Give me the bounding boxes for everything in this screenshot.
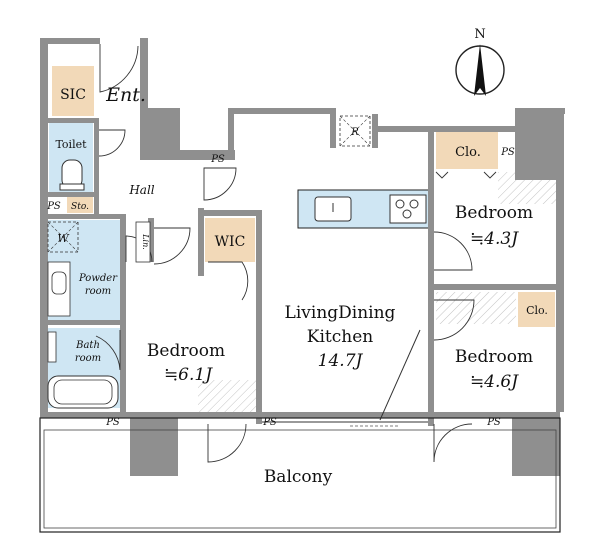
ps-label-ldk: PS	[262, 417, 277, 428]
hatch-bedroom-main	[198, 380, 258, 416]
ps-label-bedroom-se: PS	[486, 417, 501, 428]
ps-label-bedroom-ne: PS	[500, 147, 515, 158]
ldk-size: 14.7J	[318, 351, 364, 371]
bedroom-main-name: Bedroom	[147, 341, 225, 361]
closet-ne-area	[436, 132, 498, 169]
hatch-bedroom-se	[436, 292, 516, 324]
ps-label-hall: PS	[210, 154, 225, 165]
ps-label-bath: PS	[105, 417, 120, 428]
ldk-name-line1: LivingDining	[285, 303, 396, 323]
compass-needle	[474, 44, 486, 96]
ldk-name-line2: Kitchen	[307, 327, 373, 347]
ps-label-sto: PS	[46, 201, 61, 212]
balcony-inner	[43, 429, 557, 529]
bedroom-main-size: ≒6.1J	[164, 365, 213, 385]
walls	[40, 38, 565, 476]
sic-label: SIC	[60, 87, 86, 103]
sic-area	[52, 66, 94, 116]
door-swings	[95, 44, 497, 463]
linen-label: Lin.	[141, 233, 150, 250]
bedroom-ne-name: Bedroom	[455, 203, 533, 223]
powder-room-label-line1: Powder	[78, 273, 118, 284]
wic-label: WIC	[215, 234, 246, 250]
hall-label: Hall	[128, 183, 154, 197]
bath-room-label-line2: room	[75, 353, 101, 364]
compass-north-label: N	[474, 27, 485, 42]
north-compass: N	[455, 27, 505, 96]
closet-ne-label: Clo.	[455, 145, 481, 160]
fixtures	[47, 115, 427, 409]
bath-room-label-line1: Bath	[75, 340, 100, 351]
powder-room-label-line2: room	[85, 286, 111, 297]
storage-area	[67, 197, 93, 213]
storage-label: Sto.	[71, 202, 89, 212]
refrigerator-label: R	[350, 127, 359, 138]
balcony-label: Balcony	[264, 467, 333, 487]
entrance-label: Ent.	[105, 84, 146, 106]
wic-area	[205, 218, 255, 262]
bedroom-ne-size: ≒4.3J	[470, 229, 519, 249]
washer-label: W	[57, 232, 70, 245]
bedroom-se-size: ≒4.6J	[470, 372, 519, 392]
closet-se-label: Clo.	[526, 304, 548, 317]
closet-se-area	[518, 292, 555, 327]
toilet-label: Toilet	[55, 138, 87, 151]
balcony-outline	[39, 417, 561, 533]
bedroom-se-name: Bedroom	[455, 347, 533, 367]
